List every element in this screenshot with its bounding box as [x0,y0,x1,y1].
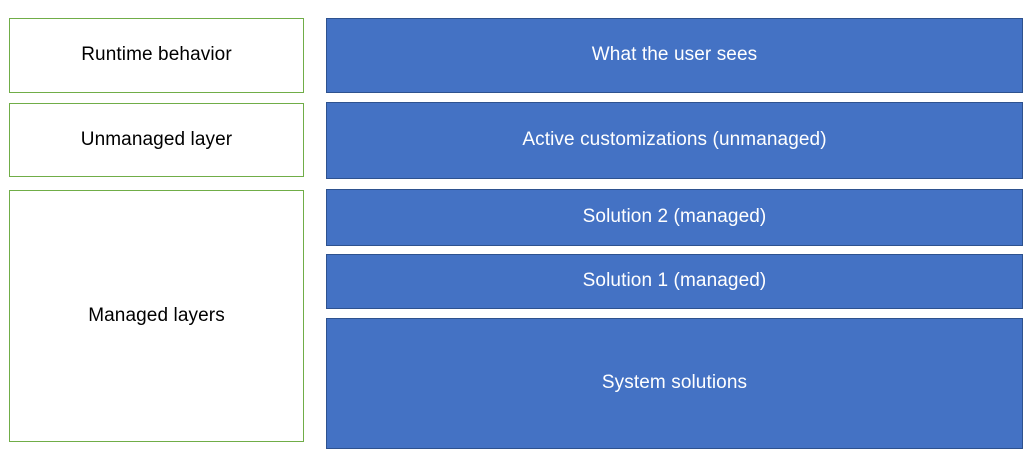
stack-label-solution-1: Solution 1 (managed) [582,270,767,292]
stack-box-solution-2: Solution 2 (managed) [326,189,1023,246]
category-label-managed-layers: Managed layers [88,304,225,326]
category-label-unmanaged-layer: Unmanaged layer [80,128,233,150]
category-box-unmanaged-layer: Unmanaged layer [9,103,304,177]
stack-label-solution-2: Solution 2 (managed) [582,206,767,228]
stack-box-what-the-user-sees: What the user sees [326,18,1023,93]
stack-box-active-customizations: Active customizations (unmanaged) [326,102,1023,179]
stack-box-solution-1: Solution 1 (managed) [326,254,1023,309]
category-box-runtime-behavior: Runtime behavior [9,18,304,93]
stack-label-system-solutions: System solutions [601,372,748,394]
stack-label-what-the-user-sees: What the user sees [591,44,758,66]
category-box-managed-layers: Managed layers [9,190,304,442]
category-label-runtime-behavior: Runtime behavior [81,44,232,66]
stack-box-system-solutions: System solutions [326,318,1023,449]
stack-label-active-customizations: Active customizations (unmanaged) [522,129,827,151]
